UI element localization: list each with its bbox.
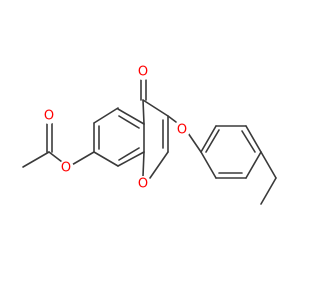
o-ether-aryl-bond <box>187 132 202 153</box>
atom-label-o-acetyl-carbonyl: O <box>44 109 54 124</box>
atom-layer: O O O O O <box>41 64 190 192</box>
c4a-c4-bond <box>142 99 145 125</box>
atom-o-ether: O <box>174 122 190 138</box>
atom-label-o-ester: O <box>61 161 71 176</box>
molecule-structure: O O O O O <box>22 64 277 205</box>
c4-c3-bond <box>142 99 169 117</box>
c8-c8a-bond-b <box>118 147 140 161</box>
atom-label-o-ring: O <box>138 177 148 192</box>
aryl-c3-c4-bond-b <box>241 130 256 153</box>
ester-o-c7-bond <box>69 151 95 167</box>
bond-layer <box>22 79 277 205</box>
aryl-c6-c1-bond <box>200 151 217 179</box>
atom-label-o-ether: O <box>177 123 187 138</box>
aryl-c1-c2-bond-b <box>205 129 220 153</box>
c4a-c5-bond-b <box>118 115 140 129</box>
c8-c8a-bond-a <box>117 151 145 167</box>
c2-o1-bond <box>149 151 169 179</box>
c5-c6-bond <box>93 107 119 124</box>
aryl-c3-c4-bond-a <box>245 125 262 153</box>
atom-o-acetyl-carbonyl: O <box>41 108 57 124</box>
c4a-c5-bond-a <box>117 108 145 125</box>
ethyl-ch3-bond <box>260 177 277 205</box>
atom-o-ring: O <box>135 176 151 192</box>
aryl-c4-c5-bond <box>245 151 262 179</box>
c3-o-ether-bond <box>167 115 177 123</box>
acetyl-methyl-bond <box>22 151 50 168</box>
atom-label-o-carbonyl: O <box>138 65 148 80</box>
atom-o-ester: O <box>58 160 74 176</box>
atom-o-carbonyl: O <box>135 64 151 80</box>
c8a-o1-bond <box>142 151 145 177</box>
ethyl-ch2-bond <box>260 151 277 179</box>
aryl-c1-c2-bond-a <box>200 125 217 153</box>
c7-c8-bond <box>93 151 119 167</box>
